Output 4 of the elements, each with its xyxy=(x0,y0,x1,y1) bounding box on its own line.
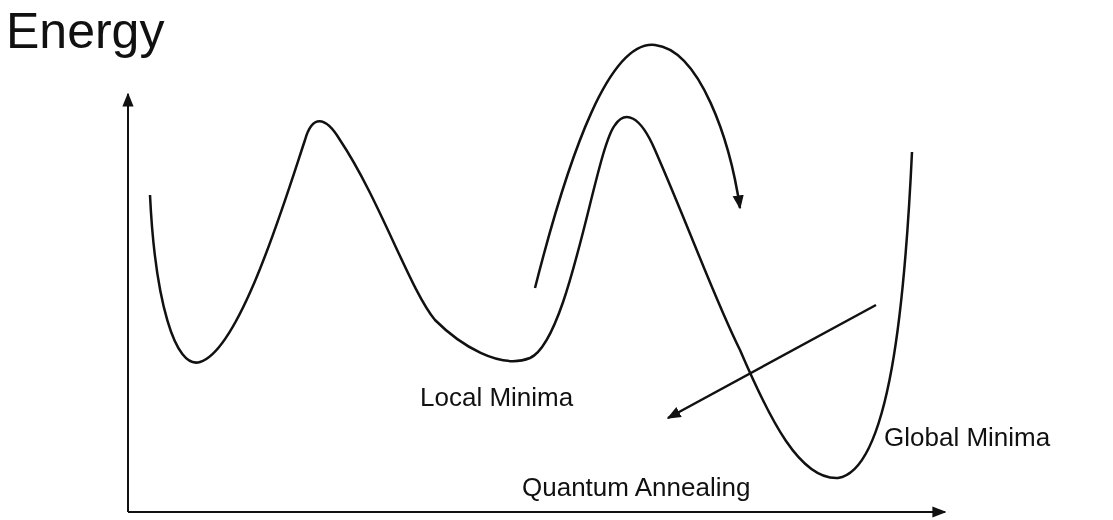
minimum-label: Global Minima xyxy=(884,424,1051,450)
minimum-label: Local Minima xyxy=(420,384,574,410)
process-label: Quantum Annealing xyxy=(522,474,751,500)
axis-title: Energy xyxy=(6,6,165,56)
